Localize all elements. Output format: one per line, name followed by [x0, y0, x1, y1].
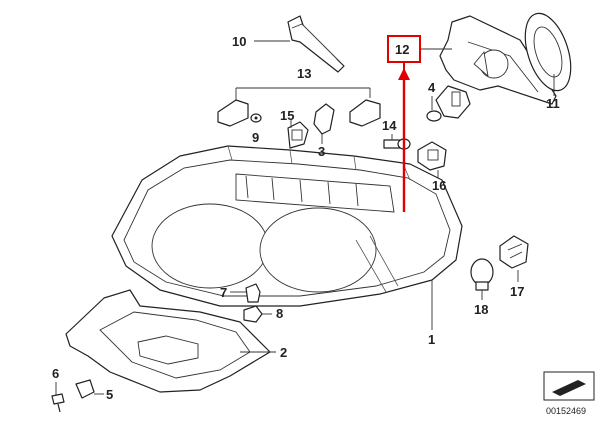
part-16-bulb [417, 141, 447, 178]
part-10-bracket [254, 15, 345, 73]
callout-12: 12 [395, 42, 409, 57]
callout-5: 5 [106, 387, 113, 402]
part-2-lower-bracket [65, 289, 276, 393]
callout-15: 15 [280, 108, 294, 123]
part-11-cap [524, 12, 572, 96]
reference-number: 00152469 [546, 406, 586, 416]
part-13-brackets [217, 87, 381, 127]
callout-16: 16 [432, 178, 446, 193]
callout-6: 6 [52, 366, 59, 381]
part-17-holder [499, 235, 529, 282]
callout-4: 4 [428, 80, 436, 95]
part-14-small-bulb [383, 134, 411, 150]
callout-17: 17 [510, 284, 524, 299]
part-6-screw [51, 382, 65, 413]
reference-box: 00152469 [543, 371, 595, 416]
callout-18: 18 [474, 302, 488, 317]
callout-14: 14 [382, 118, 397, 133]
part-8-nut [243, 305, 272, 323]
part-15-socket [287, 120, 309, 149]
callout-2: 2 [280, 345, 287, 360]
callout-9: 9 [252, 130, 259, 145]
callout-3: 3 [318, 144, 325, 159]
part-5-clip [75, 379, 104, 399]
part-18-bulb [470, 258, 494, 300]
part-4-bulb [426, 85, 471, 122]
part-9-nut [250, 113, 262, 123]
part-1-headlight-housing [111, 145, 463, 330]
callout-13: 13 [297, 66, 311, 81]
callout-11: 11 [546, 96, 560, 111]
callout-10: 10 [232, 34, 246, 49]
callout-7: 7 [220, 285, 227, 300]
part-7-screw [230, 283, 261, 303]
part-12-cover-plate [420, 15, 557, 105]
callout-1: 1 [428, 332, 435, 347]
callout-8: 8 [276, 306, 283, 321]
part-12-highlight [387, 35, 421, 212]
view-direction-icon [552, 380, 586, 396]
part-3-clip [313, 103, 335, 144]
